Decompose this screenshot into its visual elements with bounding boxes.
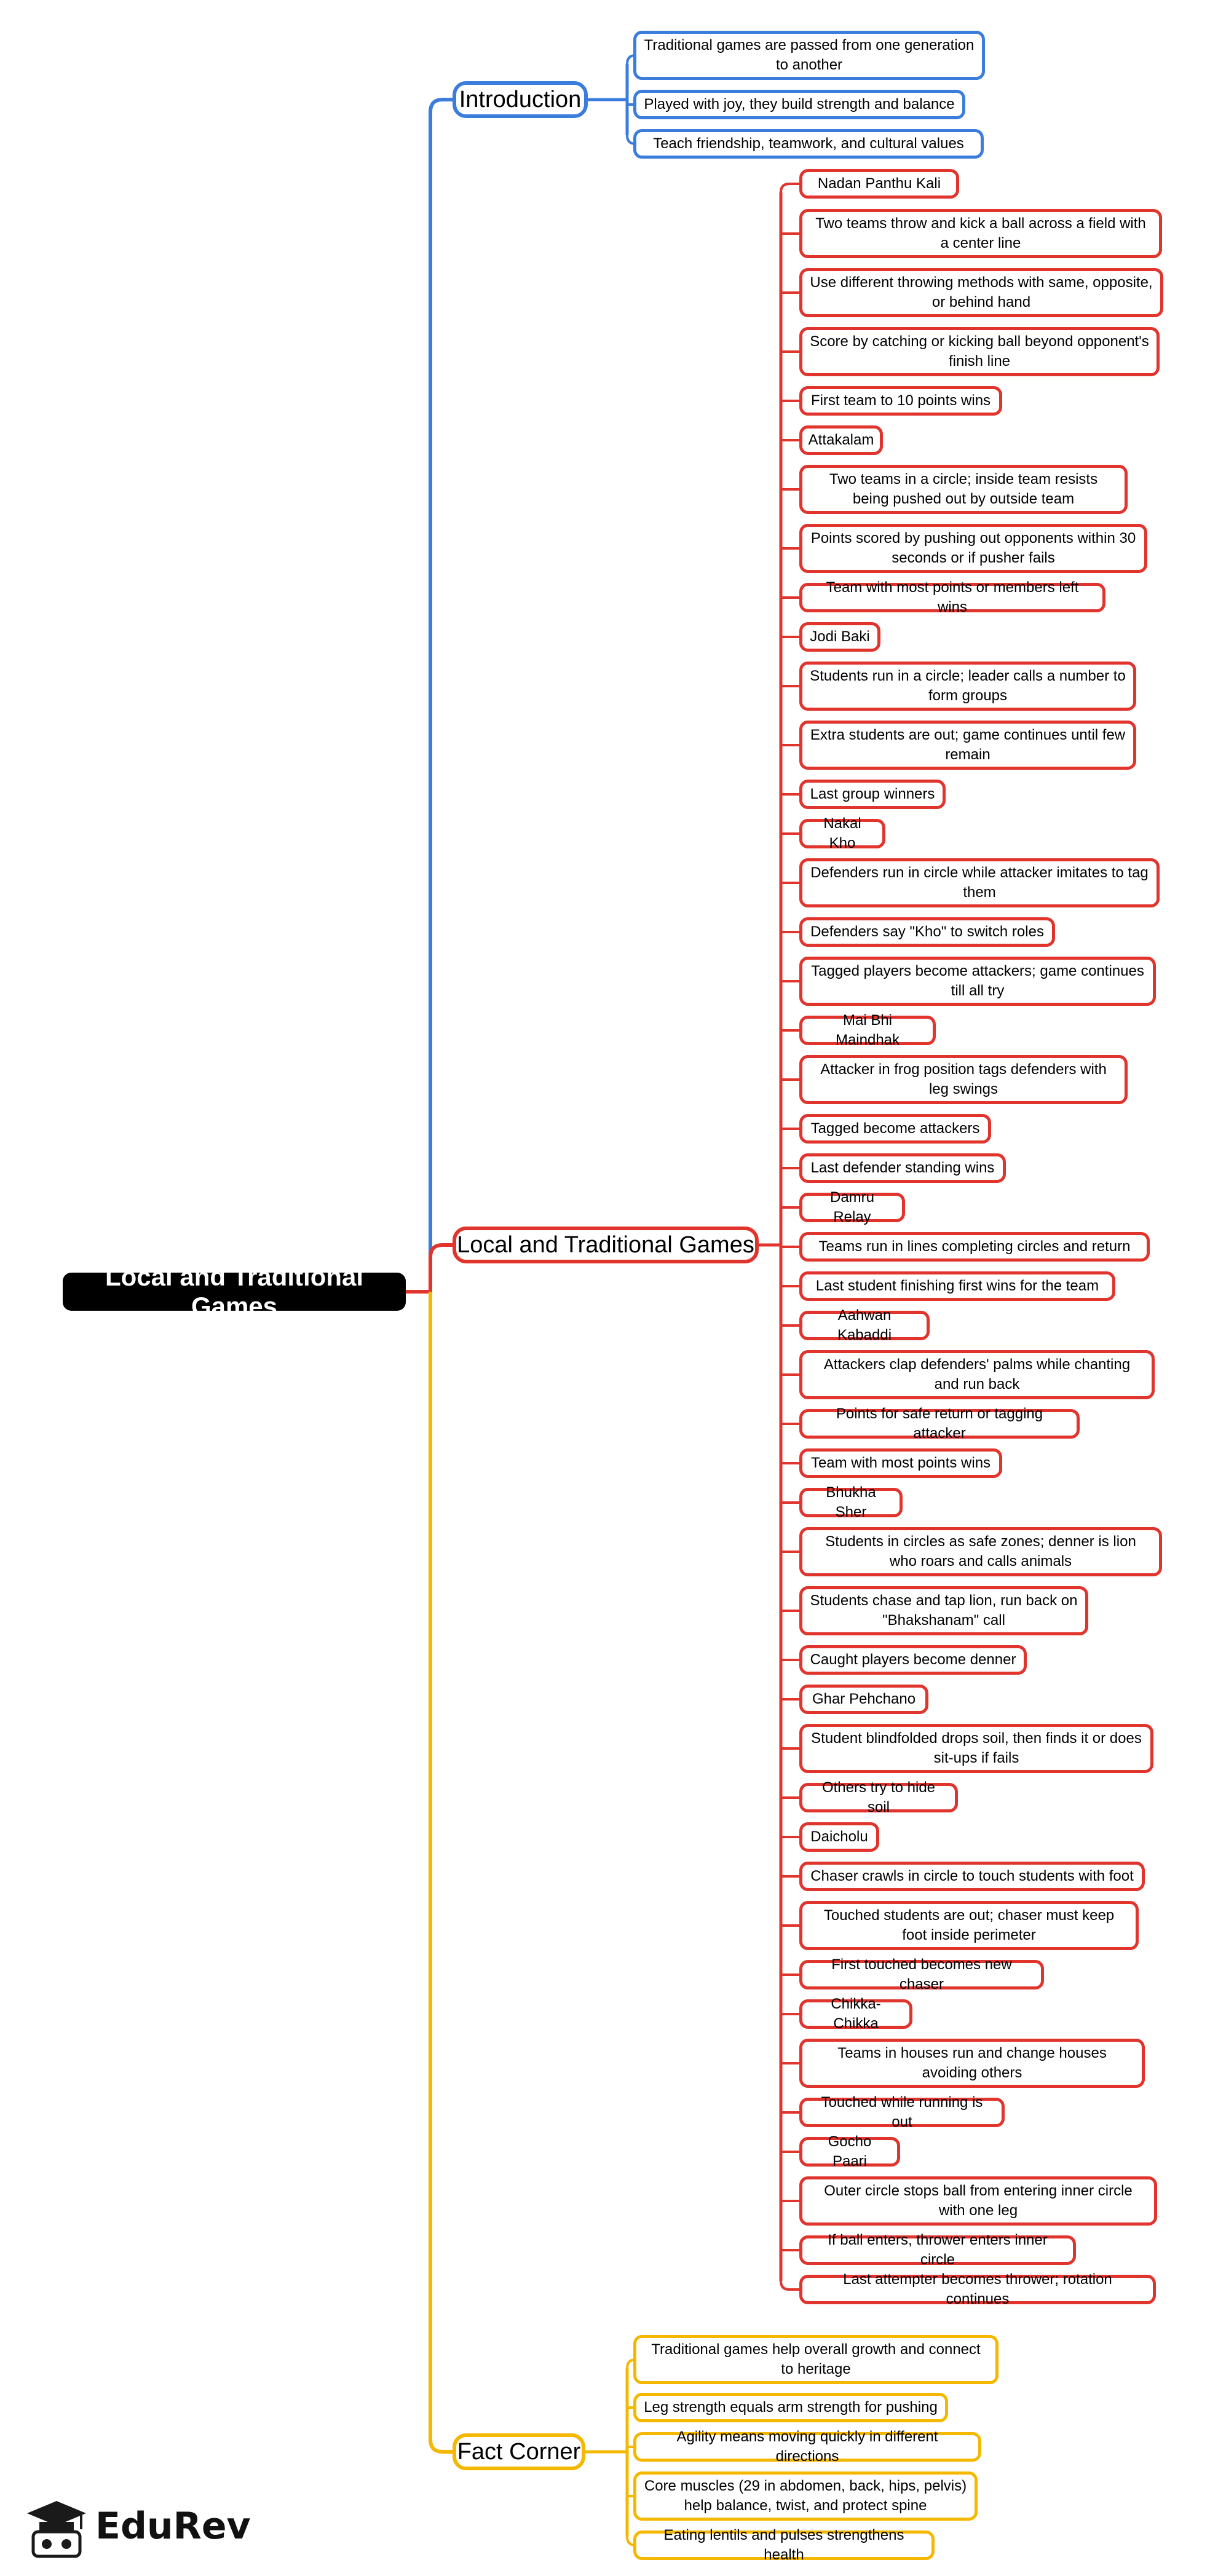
leaf-others-try-to-hide-soil: Others try to hide soil <box>799 1779 958 1815</box>
leaf-last-defender-standing-wins: Last defender standing wins <box>799 1153 1006 1183</box>
leaf-two-teams-in-a-circle-inside-team-resist: Two teams in a circle; inside team resis… <box>799 465 1128 514</box>
leaf-tagged-become-attackers: Tagged become attackers <box>799 1114 991 1144</box>
leaf-touched-while-running-is-out: Touched while running is out <box>799 2094 1005 2130</box>
leaf-students-in-circles-as-safe-zones-denner: Students in circles as safe zones; denne… <box>799 1527 1162 1576</box>
leaf-mai-bhi-maindhak: Mai Bhi Maindhak <box>799 1012 936 1048</box>
leaf-first-touched-becomes-new-chaser: First touched becomes new chaser <box>799 1956 1044 1993</box>
leaf-tagged-players-become-attackers-game-con: Tagged players become attackers; game co… <box>799 957 1156 1006</box>
leaf-chaser-crawls-in-circle-to-touch-student: Chaser crawls in circle to touch student… <box>799 1862 1145 1891</box>
leaf-jodi-baki: Jodi Baki <box>799 622 880 652</box>
connector-line <box>780 183 799 193</box>
branch-fact-corner: Fact Corner <box>453 2433 585 2470</box>
leaf-touched-students-are-out-chaser-must-kee: Touched students are out; chaser must ke… <box>799 1901 1139 1950</box>
leaf-defenders-run-in-circle-while-attacker-i: Defenders run in circle while attacker i… <box>799 858 1160 907</box>
leaf-chikka-chikka: Chikka-Chikka <box>799 1996 912 2032</box>
leaf-bhukha-sher: Bhukha Sher <box>799 1484 903 1520</box>
leaf-agility-means-moving-quickly-in-differen: Agility means moving quickly in differen… <box>633 2428 981 2465</box>
leaf-students-run-in-a-circle-leader-calls-a-: Students run in a circle; leader calls a… <box>799 662 1136 711</box>
leaf-student-blindfolded-drops-soil-then-find: Student blindfolded drops soil, then fin… <box>799 1724 1153 1773</box>
root-node: Local and Traditional Games <box>63 1262 406 1321</box>
leaf-extra-students-are-out-game-continues-un: Extra students are out; game continues u… <box>799 721 1136 770</box>
leaf-last-group-winners: Last group winners <box>799 780 946 809</box>
leaf-last-student-finishing-first-wins-for-th: Last student finishing first wins for th… <box>799 1271 1115 1301</box>
branch-local-and-traditional-games: Local and Traditional Games <box>453 1227 759 1263</box>
connector-line <box>429 98 453 1292</box>
leaf-traditional-games-are-passed-from-one-ge: Traditional games are passed from one ge… <box>633 31 985 80</box>
leaf-teach-friendship-teamwork-and-cultural-v: Teach friendship, teamwork, and cultural… <box>633 129 984 159</box>
leaf-team-with-most-points-wins: Team with most points wins <box>799 1448 1002 1478</box>
leaf-core-muscles-29-in-abdomen-back-hips-pel: Core muscles (29 in abdomen, back, hips,… <box>633 2471 978 2521</box>
edurev-logo: EduRev <box>25 2497 251 2559</box>
leaf-team-with-most-points-or-members-left-wi: Team with most points or members left wi… <box>799 579 1105 615</box>
leaf-attakalam: Attakalam <box>799 425 883 455</box>
leaf-daicholu: Daicholu <box>799 1822 879 1852</box>
leaf-ghar-pehchano: Ghar Pehchano <box>799 1685 928 1714</box>
leaf-aahwan-kabaddi: Aahwan Kabaddi <box>799 1307 930 1343</box>
leaf-traditional-games-help-overall-growth-an: Traditional games help overall growth an… <box>633 2335 999 2384</box>
connector-line <box>780 2280 799 2291</box>
leaf-outer-circle-stops-ball-from-entering-in: Outer circle stops ball from entering in… <box>799 2176 1157 2226</box>
leaf-first-team-to-10-points-wins: First team to 10 points wins <box>799 386 1002 416</box>
leaf-teams-in-houses-run-and-change-houses-av: Teams in houses run and change houses av… <box>799 2039 1145 2088</box>
graduation-cap-icon <box>27 2501 86 2558</box>
leaf-score-by-catching-or-kicking-ball-beyond: Score by catching or kicking ball beyond… <box>799 327 1160 376</box>
leaf-teams-run-in-lines-completing-circles-an: Teams run in lines completing circles an… <box>799 1232 1150 1262</box>
leaf-students-chase-and-tap-lion-run-back-on-: Students chase and tap lion, run back on… <box>799 1586 1088 1635</box>
leaf-points-scored-by-pushing-out-opponents-w: Points scored by pushing out opponents w… <box>799 524 1147 573</box>
connector-line <box>429 1292 453 2454</box>
leaf-caught-players-become-denner: Caught players become denner <box>799 1645 1027 1675</box>
leaf-attackers-clap-defenders-palms-while-cha: Attackers clap defenders' palms while ch… <box>799 1350 1155 1399</box>
leaf-defenders-say-kho-to-switch-roles: Defenders say "Kho" to switch roles <box>799 917 1055 947</box>
leaf-leg-strength-equals-arm-strength-for-pus: Leg strength equals arm strength for pus… <box>633 2393 948 2422</box>
leaf-use-different-throwing-methods-with-same: Use different throwing methods with same… <box>799 268 1163 317</box>
leaf-points-for-safe-return-or-tagging-attack: Points for safe return or tagging attack… <box>799 1405 1080 1442</box>
leaf-attacker-in-frog-position-tags-defenders: Attacker in frog position tags defenders… <box>799 1055 1128 1104</box>
branch-introduction: Introduction <box>453 81 588 118</box>
leaf-damru-relay: Damru Relay <box>799 1189 905 1225</box>
leaf-last-attempter-becomes-thrower-rotation-: Last attempter becomes thrower; rotation… <box>799 2271 1156 2307</box>
leaf-played-with-joy-they-build-strength-and-: Played with joy, they build strength and… <box>633 90 965 119</box>
logo-wordmark: EduRev <box>95 2505 251 2548</box>
leaf-eating-lentils-and-pulses-strengthens-he: Eating lentils and pulses strengthens he… <box>633 2527 935 2563</box>
connector-line <box>406 1243 453 1294</box>
leaf-gocho-paari: Gocho Paari <box>799 2133 900 2170</box>
leaf-nadan-panthu-kali: Nadan Panthu Kali <box>799 169 959 199</box>
leaf-two-teams-throw-and-kick-a-ball-across-a: Two teams throw and kick a ball across a… <box>799 209 1162 258</box>
leaf-nakal-kho: Nakal Kho <box>799 815 885 851</box>
leaf-if-ball-enters-thrower-enters-inner-circ: If ball enters, thrower enters inner cir… <box>799 2232 1076 2268</box>
